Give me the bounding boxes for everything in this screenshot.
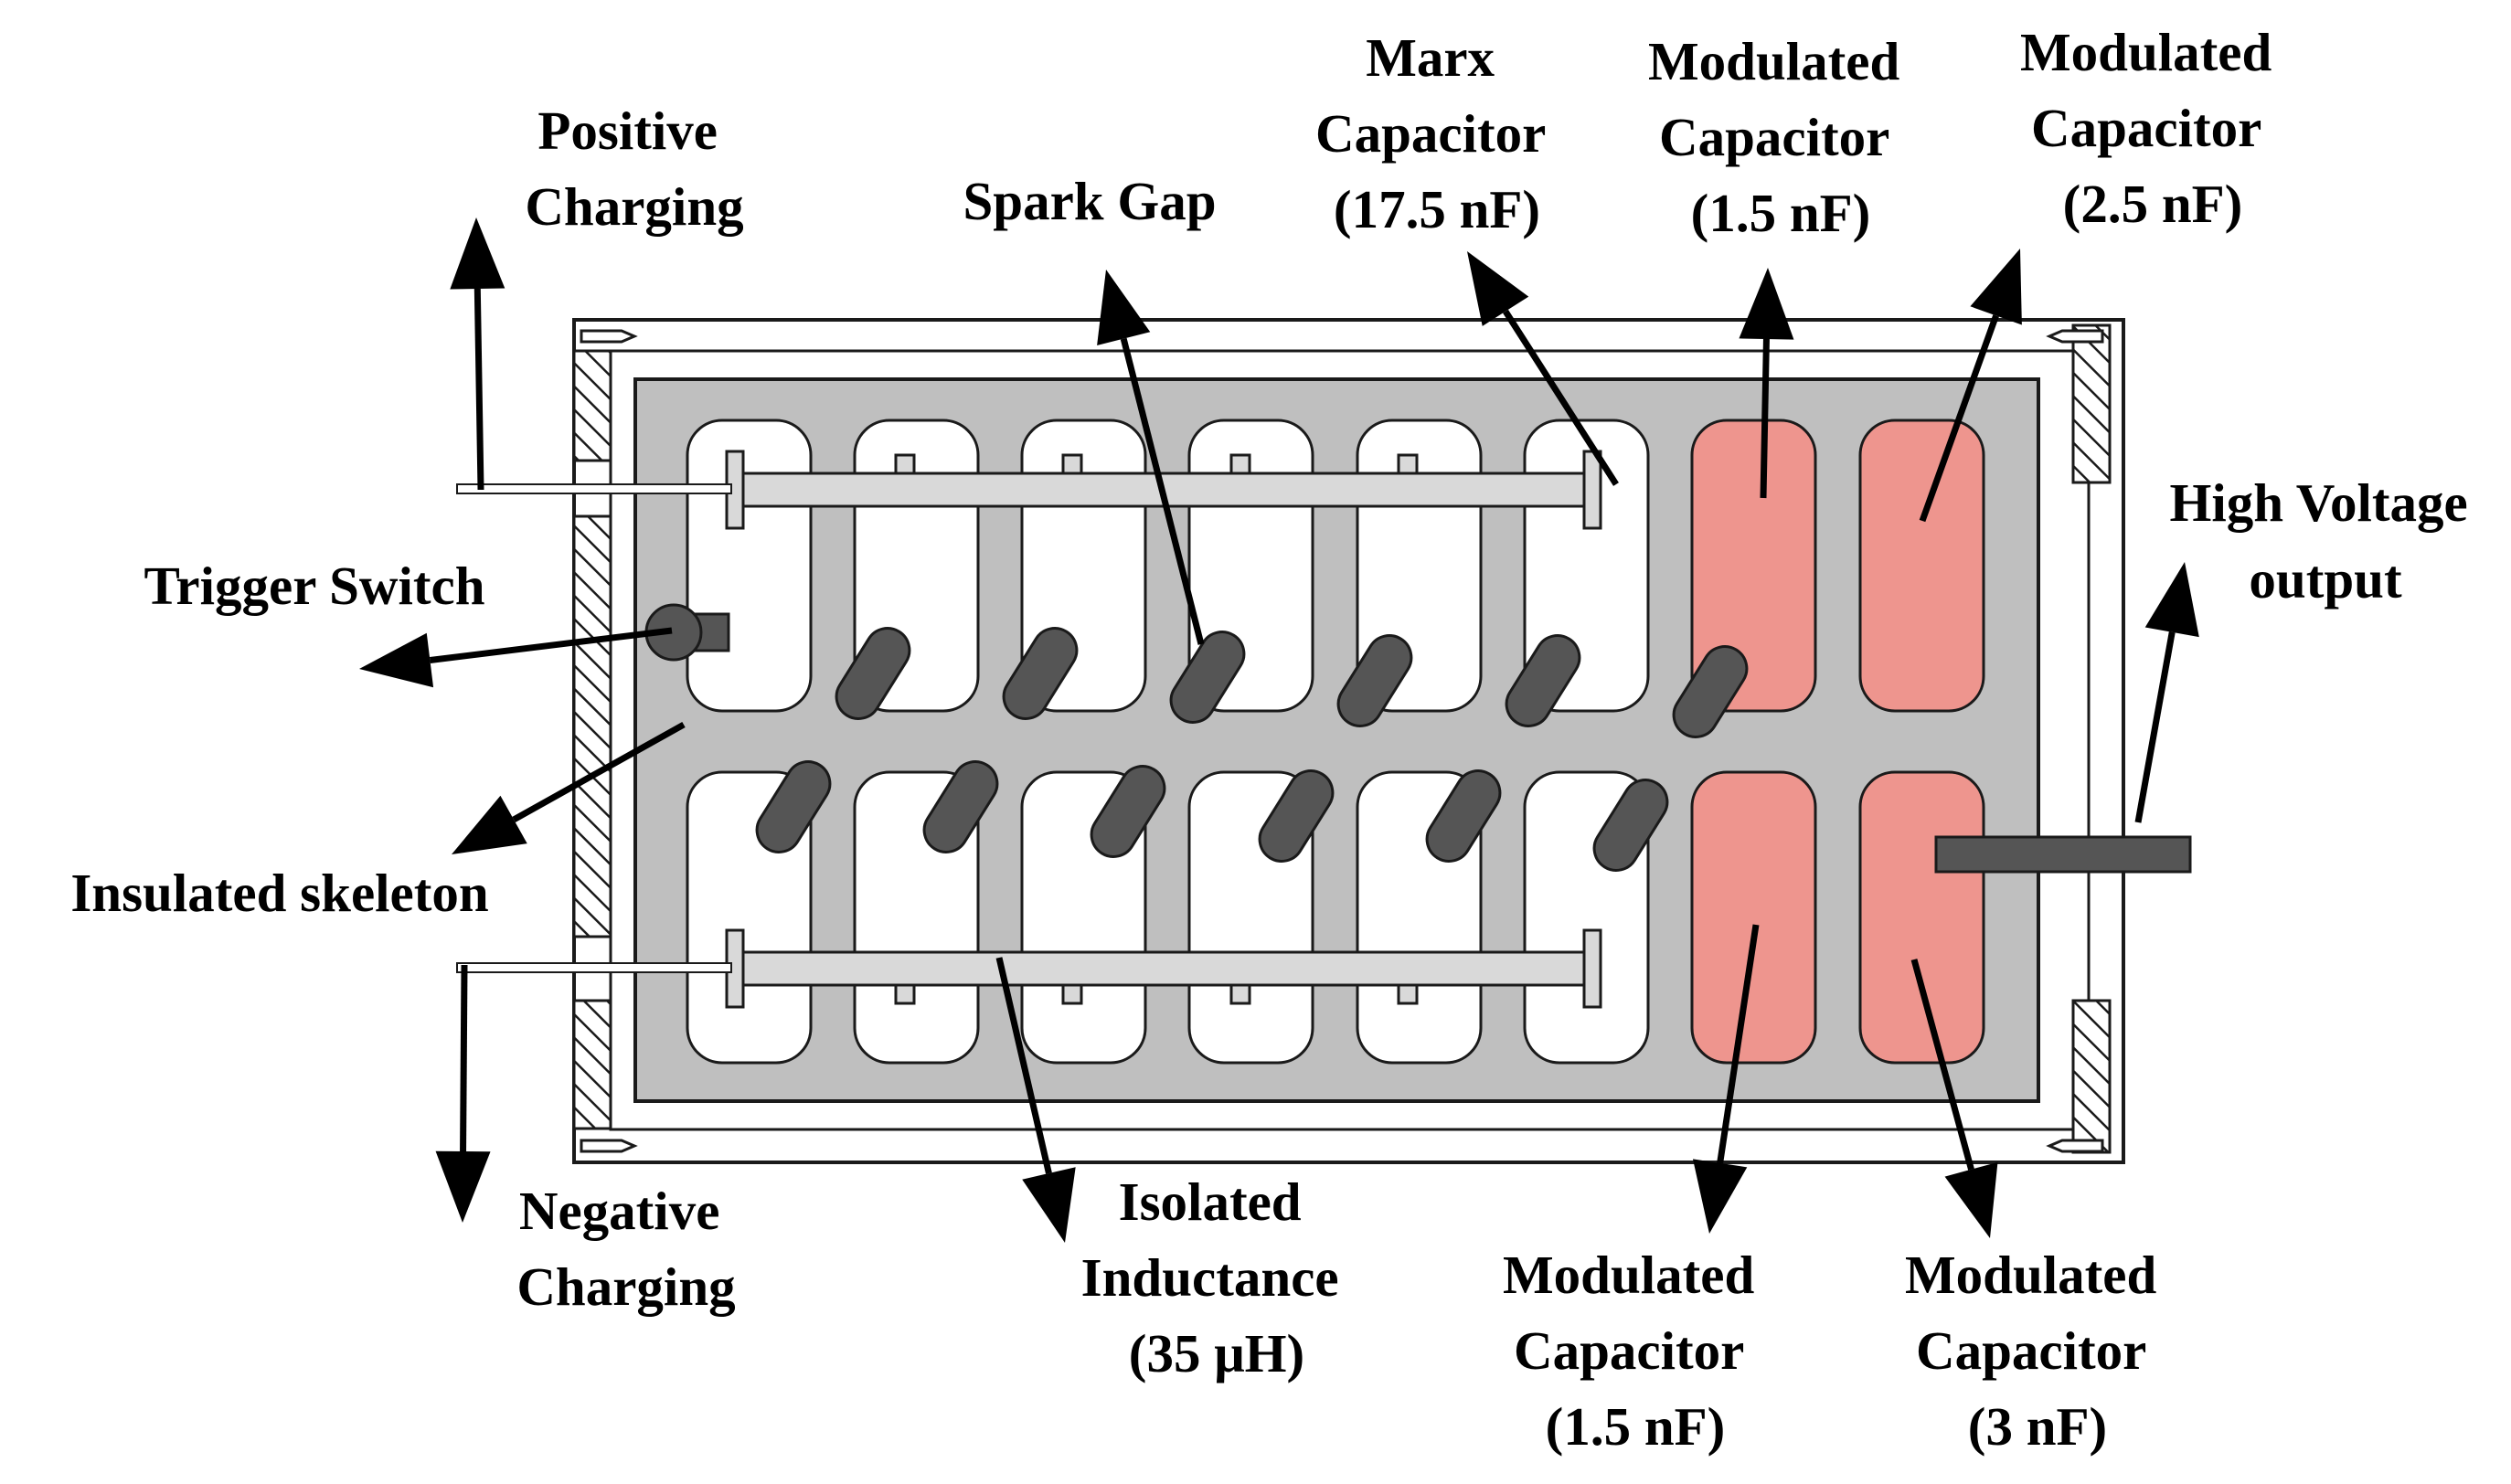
arrow-negative-charging xyxy=(435,964,491,1223)
arrow-isolated-inductance xyxy=(995,957,1076,1243)
spark-gap-upper-2 xyxy=(1002,627,1079,720)
spark-gap-upper-5 xyxy=(1505,634,1581,727)
label-high-voltage-output: High Voltage output xyxy=(2170,472,2482,610)
modulated-capacitor-bottom-2 xyxy=(1858,770,1985,1065)
label-isolated-inductance: Isolated Inductance (35 μH) xyxy=(1081,1171,1353,1383)
spark-gaps xyxy=(755,627,1749,872)
arrow-modulated-capacitor-bottom-1 xyxy=(1692,924,1760,1234)
left-end-plate-bottom xyxy=(572,999,612,1130)
spark-gap-upper-3 xyxy=(1169,631,1246,724)
spark-gap-upper-4 xyxy=(1336,634,1413,727)
arrow-marx-capacitor xyxy=(1467,251,1619,486)
spark-gap-upper-1 xyxy=(835,627,911,720)
spark-gap-lower-3 xyxy=(1090,765,1166,858)
label-positive-charging: Positive Charging xyxy=(525,101,743,237)
label-spark-gap: Spark Gap xyxy=(963,171,1216,231)
arrow-modulated-capacitor-bottom-2 xyxy=(1910,959,1998,1238)
label-trigger-switch: Trigger Switch xyxy=(144,556,484,616)
label-insulated-skeleton: Insulated skeleton xyxy=(70,863,488,923)
spark-gap-lower-4 xyxy=(1258,769,1335,863)
spark-gap-lower-5 xyxy=(1425,769,1502,863)
label-modulated-capacitor-bottom-1: Modulated Capacitor (1.5 nF) xyxy=(1503,1245,1768,1457)
arrow-spark-gap xyxy=(1097,270,1205,645)
right-end-plate-top xyxy=(2071,323,2112,484)
right-end-plate-bottom xyxy=(2071,999,2112,1154)
arrow-trigger-switch xyxy=(359,627,673,688)
arrow-positive-charging xyxy=(450,217,505,491)
arrow-modulated-capacitor-top-1 xyxy=(1739,268,1794,499)
corner-bolts xyxy=(580,329,2104,1153)
labels: Positive Charging Spark Gap Marx Capacit… xyxy=(70,22,2482,1457)
label-modulated-capacitor-bottom-2: Modulated Capacitor (3 nF) xyxy=(1905,1245,2170,1457)
label-modulated-capacitor-top-2: Modulated Capacitor (2.5 nF) xyxy=(2020,22,2285,234)
left-end-plate-top xyxy=(572,349,612,462)
arrow-high-voltage-output xyxy=(2134,562,2199,823)
bolt-top-right xyxy=(2046,329,2104,344)
modulated-capacitor-bottom-1 xyxy=(1690,770,1817,1065)
bolt-bottom-right xyxy=(2046,1139,2104,1153)
label-modulated-capacitor-top-1: Modulated Capacitor (1.5 nF) xyxy=(1648,31,1913,243)
high-voltage-output-bar xyxy=(1934,835,2192,874)
leader-arrows xyxy=(359,217,2199,1243)
negative-charging-bar xyxy=(456,928,1602,1009)
modulated-capacitor-top-1 xyxy=(1690,419,1817,713)
spark-gap-lower-6 xyxy=(1592,779,1669,872)
bolt-top-left xyxy=(580,329,638,344)
arrow-modulated-capacitor-top-2 xyxy=(1919,249,2022,523)
spark-gap-lower-2 xyxy=(922,760,999,853)
bolt-bottom-left xyxy=(580,1139,638,1153)
left-end-plate-upper-mid xyxy=(572,514,612,938)
arrow-insulated-skeleton xyxy=(452,721,686,854)
spark-gap-upper-6 xyxy=(1672,645,1749,738)
spark-gap-lower-1 xyxy=(755,760,832,853)
modulated-capacitor-top-2 xyxy=(1858,419,1985,713)
label-marx-capacitor: Marx Capacitor (17.5 nF) xyxy=(1315,27,1559,239)
marx-capacitor-cell-top-1 xyxy=(686,419,813,713)
label-negative-charging: Negative Charging xyxy=(516,1181,735,1317)
